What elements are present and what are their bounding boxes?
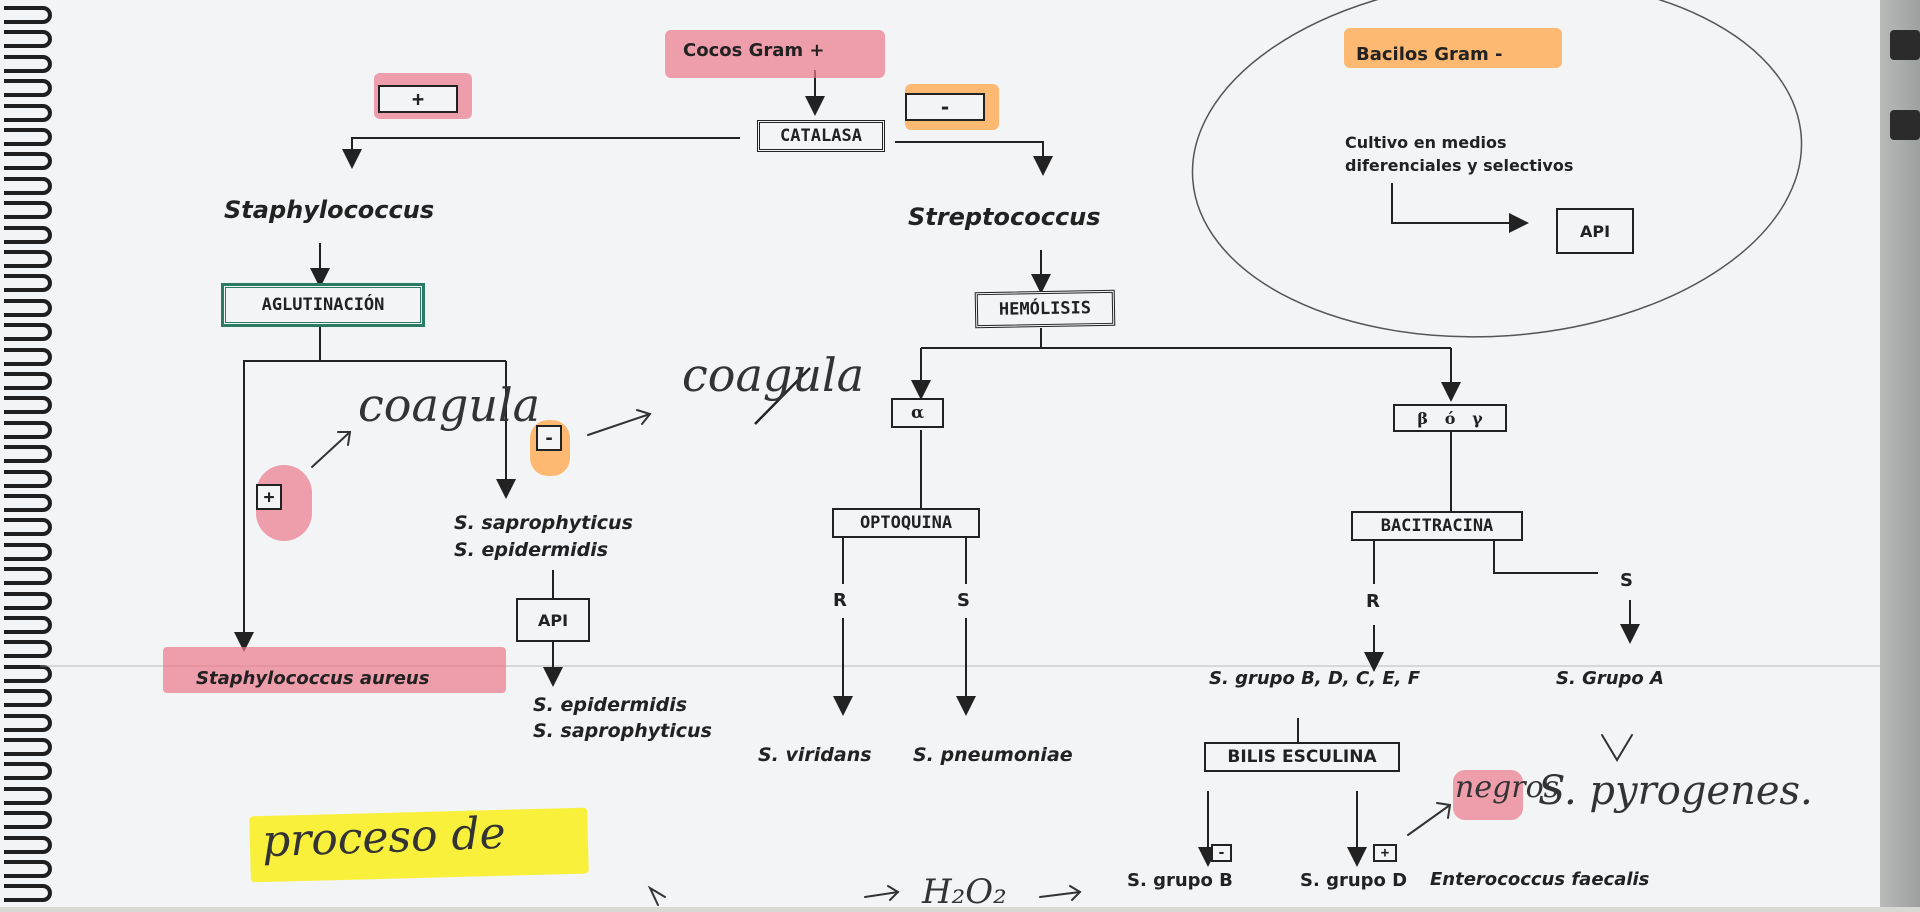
api-box-bacilos: API (1556, 208, 1634, 254)
bilis-negative-box: - (1211, 844, 1232, 862)
catalasa-box: CATALASA (757, 120, 885, 152)
s-grupo-b-label: S. grupo B (1127, 870, 1233, 891)
s-pneumoniae-label: S. pneumoniae (913, 744, 1073, 766)
coagula-note-1: coagula (358, 378, 541, 432)
hemolisis-box: HEMÓLISIS (974, 289, 1116, 329)
spiral-ring (4, 347, 52, 366)
spiral-ring (4, 811, 52, 830)
optoquina-box: OPTOQUINA (832, 508, 980, 538)
spiral-ring (4, 738, 52, 756)
bacitracina-sensitive-label: S (1620, 570, 1633, 591)
laptop-edge (1880, 0, 1920, 907)
streptococcus-title: Streptococcus (908, 203, 1101, 231)
flow-lines (234, 0, 1803, 906)
beta-gamma-hemolysis-box: β ó γ (1393, 404, 1507, 432)
spiral-ring (4, 298, 52, 317)
s-grupo-a-label: S. Grupo A (1556, 668, 1664, 689)
spiral-ring (4, 616, 52, 634)
bacilos-gram-negative-label: Bacilos Gram - (1356, 44, 1503, 65)
catalasa-positive-box: + (378, 85, 458, 113)
cultivo-line-2: diferenciales y selectivos (1345, 156, 1574, 175)
s-pyogenes-note: S. pyrogenes. (1538, 768, 1813, 814)
spiral-ring (4, 640, 52, 659)
laptop-key (1890, 30, 1920, 60)
spiral-ring (4, 689, 52, 708)
bilis-positive-box: + (1373, 844, 1397, 862)
s-saprophyticus-result: S. saprophyticus (533, 720, 712, 742)
highlight-negros (1453, 770, 1523, 820)
spiral-ring (4, 542, 52, 561)
aglutinacion-box: AGLUTINACIÓN (221, 283, 425, 327)
api-box-staph: API (516, 598, 590, 642)
spiral-ring (4, 835, 52, 854)
alpha-hemolysis-box: α (891, 398, 944, 428)
spiral-ring (4, 6, 52, 24)
s-grupo-d-label: S. grupo D (1300, 870, 1408, 891)
notebook-page: Cocos Gram + CATALASA + - Staphylococcus… (0, 0, 1881, 912)
spiral-ring (4, 201, 52, 220)
s-grupos-label: S. grupo B, D, C, E, F (1209, 668, 1421, 689)
bacitracina-resistant-label: R (1366, 591, 1380, 612)
spiral-ring (4, 176, 52, 195)
spiral-ring (4, 567, 52, 586)
h2o2-note: H₂O₂ (922, 872, 1007, 912)
spiral-ring (4, 591, 52, 610)
spiral-ring (4, 54, 52, 73)
spiral-ring (4, 445, 52, 464)
spiral-ring (4, 396, 52, 415)
optoquina-sensitive-label: S (957, 590, 970, 611)
spiral-ring (4, 250, 52, 268)
spiral-ring (4, 103, 52, 122)
highlight-cocos (665, 30, 885, 78)
highlight-bacilos (1344, 28, 1562, 68)
staphylococcus-title: Staphylococcus (224, 196, 435, 224)
highlight-aureus (163, 647, 506, 693)
proceso-note: proceso de (261, 807, 507, 868)
s-viridans-label: S. viridans (758, 744, 872, 766)
spiral-ring (4, 420, 52, 439)
spiral-ring (4, 274, 52, 293)
spiral-ring (4, 79, 52, 98)
page-crease (40, 665, 1880, 667)
spiral-ring (4, 152, 52, 171)
bacitracina-box: BACITRACINA (1351, 511, 1523, 541)
catalasa-negative-box: - (905, 93, 985, 121)
spiral-ring (4, 884, 52, 903)
s-epidermidis-result: S. epidermidis (533, 694, 688, 716)
spiral-ring (4, 713, 52, 732)
spiral-ring (4, 762, 52, 781)
optoquina-resistant-label: R (833, 590, 847, 611)
staphylococcus-aureus-label: Staphylococcus aureus (196, 668, 430, 689)
bilis-esculina-box: BILIS ESCULINA (1204, 742, 1400, 772)
spiral-ring (4, 30, 52, 49)
spiral-ring (4, 469, 52, 488)
spiral-ring (4, 494, 52, 512)
spiral-ring (4, 225, 52, 244)
spiral-ring (4, 372, 52, 390)
aglutinacion-negative-box: - (536, 425, 562, 451)
s-epidermidis-label: S. epidermidis (454, 539, 609, 561)
cocos-gram-positive-label: Cocos Gram + (683, 40, 825, 61)
aglutinacion-positive-box: + (256, 484, 282, 510)
spiral-ring (4, 128, 52, 146)
spiral-ring (4, 860, 52, 878)
enterococcus-faecalis-label: Enterococcus faecalis (1430, 869, 1650, 890)
laptop-key (1890, 110, 1920, 140)
s-saprophyticus-label: S. saprophyticus (454, 512, 633, 534)
negros-note: negros (1455, 770, 1560, 805)
spiral-ring (4, 786, 52, 805)
spiral-ring (4, 664, 52, 683)
cultivo-line-1: Cultivo en medios (1345, 133, 1507, 152)
spiral-ring (4, 323, 52, 342)
spiral-ring (4, 518, 52, 537)
coagula-note-2: coagula (682, 348, 865, 402)
